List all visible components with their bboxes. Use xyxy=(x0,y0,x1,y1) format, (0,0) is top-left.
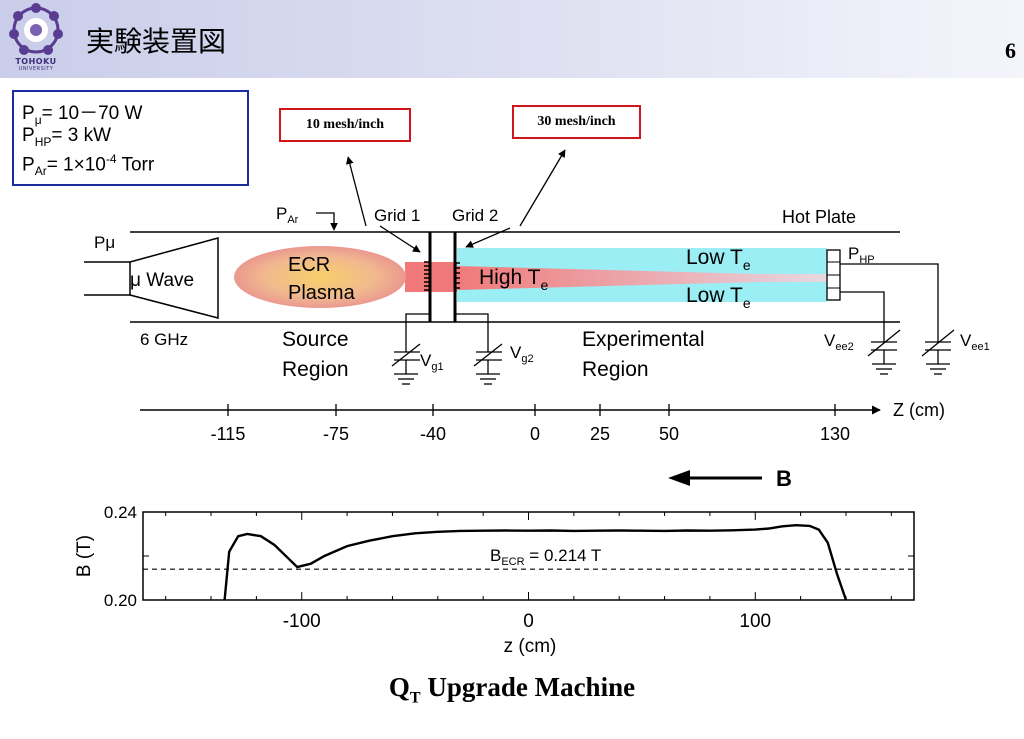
logo-subtext: UNIVERSITY xyxy=(18,66,54,72)
grid-bias-circuits xyxy=(391,313,503,385)
low-te-label-bottom: Low Te xyxy=(686,284,751,311)
y-tick-label-0: 0.24 xyxy=(104,503,137,522)
z-tick-label-1: -75 xyxy=(323,424,349,444)
z-axis-label: Z (cm) xyxy=(893,400,945,420)
ecr-plasma xyxy=(234,246,406,308)
par-label: PAr xyxy=(276,204,299,226)
parameter-box: Pμ= 10－70 W PHP= 3 kW PAr= 1×10-4 Torr xyxy=(12,90,249,186)
becr-annotation: BECR = 0.214 T xyxy=(490,546,601,568)
chart-minor-ticks xyxy=(165,512,892,600)
y-tick-label-1: 0.20 xyxy=(104,591,137,610)
z-tick-label-0: -115 xyxy=(211,424,246,444)
hot-plate-label: Hot Plate xyxy=(782,207,856,227)
pmu-label: Pμ xyxy=(94,233,115,252)
b-arrow-label: B xyxy=(776,466,792,491)
z-tick-label-5: 50 xyxy=(659,424,679,444)
x-tick-label-0: -100 xyxy=(283,611,321,632)
logo-emblem-icon xyxy=(9,3,63,55)
argon-pressure-param: PAr= 1×10-4 Torr xyxy=(22,152,155,179)
low-te-label-top: Low Te xyxy=(686,246,751,273)
frequency-label: 6 GHz xyxy=(140,330,188,349)
tohoku-logo xyxy=(4,2,68,74)
page-number: 6 xyxy=(1005,38,1016,63)
php-label: PHP xyxy=(848,244,875,266)
hot-plate-circuits xyxy=(840,263,955,375)
z-tick-label-2: -40 xyxy=(420,424,446,444)
source-region-line2: Region xyxy=(282,358,349,381)
slide-title: 実験装置図 xyxy=(86,25,227,58)
vee1-label: Vee1 xyxy=(960,331,990,353)
experimental-region-line1: Experimental xyxy=(582,328,705,351)
z-tick-label-4: 25 xyxy=(590,424,610,444)
grid2-mesh-box: 30 mesh/inch xyxy=(512,105,641,139)
source-region-line1: Source xyxy=(282,328,349,351)
mu-wave-label: μ Wave xyxy=(130,270,194,291)
ecr-label-line2: Plasma xyxy=(288,282,356,304)
vg2-label: Vg2 xyxy=(510,343,534,365)
experimental-region-line2: Region xyxy=(582,358,649,381)
machine-caption: QT Upgrade Machine xyxy=(388,672,636,707)
grid2-mesh xyxy=(455,262,460,289)
high-te-label: High Te xyxy=(479,266,548,293)
z-tick-label-3: 0 xyxy=(530,424,540,444)
chart-y-label: B (T) xyxy=(74,535,95,577)
b-arrow-head xyxy=(668,470,690,486)
z-tick-label-6: 130 xyxy=(820,424,850,444)
mesh1-arrow xyxy=(345,156,367,227)
apparatus-diagram: PAr Grid 1 Grid 2 Hot Plate Pμ μ Wave 6 … xyxy=(74,149,990,657)
grid2-pointer xyxy=(465,227,511,248)
chart-x-label: z (cm) xyxy=(504,636,557,657)
grid1-pointer xyxy=(379,225,421,253)
high-te-beam xyxy=(457,266,827,290)
b-field-curve xyxy=(222,523,848,600)
mesh2-arrow xyxy=(519,149,566,227)
vg1-label: Vg1 xyxy=(420,351,444,373)
gas-inlet-arrow xyxy=(316,212,338,231)
chart-y-ticks: 0.24 0.20 xyxy=(104,503,914,610)
logo-text: TOHOKU xyxy=(15,57,57,66)
z-axis-ticks: -115 -75 -40 0 25 50 130 xyxy=(211,404,850,444)
grid1-mesh-box: 10 mesh/inch xyxy=(279,108,411,142)
grid1-label: Grid 1 xyxy=(374,206,420,225)
x-tick-label-1: 0 xyxy=(523,611,534,632)
x-tick-label-2: 100 xyxy=(739,611,771,632)
grid1-mesh xyxy=(424,261,430,291)
chart-x-ticks: -100 0 100 xyxy=(283,611,771,632)
hotplate-power-param: PHP= 3 kW xyxy=(22,125,112,149)
ecr-label-line1: ECR xyxy=(288,254,330,276)
grid2-label: Grid 2 xyxy=(452,206,498,225)
microwave-horn xyxy=(129,237,219,319)
microwave-power-param: Pμ= 10－70 W xyxy=(22,103,143,127)
slide-header: TOHOKU UNIVERSITY 実験装置図 6 xyxy=(0,0,1024,78)
vee2-label: Vee2 xyxy=(824,331,854,353)
